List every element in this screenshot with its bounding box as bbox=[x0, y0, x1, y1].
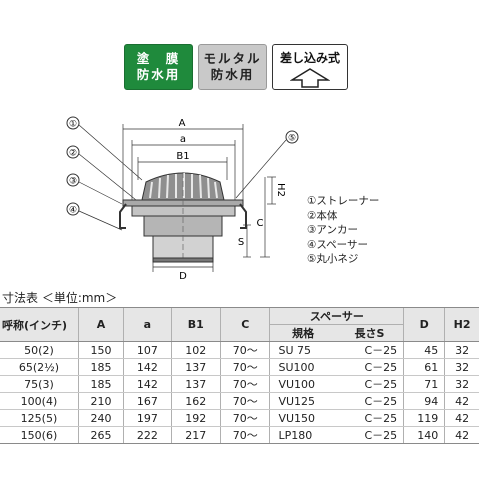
legend-item: ③アンカー bbox=[307, 224, 358, 236]
anchor-and-spacer bbox=[119, 203, 247, 263]
table-row: 150(6) 265 222 217 70～ LP180 C－25 140 42 bbox=[0, 426, 479, 444]
badge-group: 塗 膜 防水用 モルタル 防水用 差し込み式 bbox=[124, 44, 348, 90]
header-length: 長さS bbox=[335, 324, 404, 342]
table-row: 75(3) 185 142 137 70～ VU100 C－25 71 32 bbox=[0, 375, 479, 393]
drain-cross-section-diagram: ① ② ③ ④ ⑤ A a B1 D S C H2 bbox=[66, 116, 299, 282]
table-row: 100(4) 210 167 162 70～ VU125 C－25 94 42 bbox=[0, 392, 479, 410]
up-arrow-icon bbox=[290, 68, 330, 88]
parts-legend: ①ストレーナー ②本体 ③アンカー ④スペーサー ⑤丸小ネジ bbox=[307, 194, 379, 267]
dim-label-B1: B1 bbox=[176, 151, 189, 162]
drain-body bbox=[122, 172, 244, 262]
svg-text:⑤: ⑤ bbox=[288, 134, 296, 144]
table-row: 65(2½) 185 142 137 70～ SU100 C－25 61 32 bbox=[0, 358, 479, 376]
legend-item: ②本体 bbox=[307, 209, 338, 222]
dim-label-A: A bbox=[179, 118, 186, 129]
header-spacer: スペーサー bbox=[269, 307, 404, 325]
callout-2: ② bbox=[66, 145, 137, 201]
svg-text:②: ② bbox=[69, 149, 77, 159]
insert-type-badge: 差し込み式 bbox=[272, 44, 348, 90]
header-H2: H2 bbox=[444, 307, 479, 342]
header-C: C bbox=[220, 307, 270, 342]
coating-waterproof-badge: 塗 膜 防水用 bbox=[124, 44, 193, 90]
callout-4: ④ bbox=[66, 202, 123, 231]
svg-text:④: ④ bbox=[69, 206, 77, 216]
header-B1: B1 bbox=[170, 307, 221, 342]
header-nominal: 呼称(インチ) bbox=[0, 307, 79, 342]
legend-item: ④スペーサー bbox=[307, 238, 368, 251]
callout-1: ① bbox=[66, 116, 143, 181]
callout-5: ⑤ bbox=[235, 130, 299, 199]
dim-label-C: C bbox=[257, 218, 264, 229]
callout-3: ③ bbox=[66, 173, 123, 205]
legend-item: ⑤丸小ネジ bbox=[307, 253, 359, 265]
svg-text:③: ③ bbox=[69, 177, 77, 187]
table-caption: 寸法表 ＜単位:mm＞ bbox=[2, 291, 118, 305]
header-a: a bbox=[123, 307, 172, 342]
header-D: D bbox=[403, 307, 445, 342]
dim-label-D: D bbox=[179, 271, 187, 282]
table-row: 125(5) 240 197 192 70～ VU150 C－25 119 42 bbox=[0, 409, 479, 427]
dimension-table: 呼称(インチ) A a B1 C スペーサー D H2 規格 長さS 50(2)… bbox=[0, 307, 479, 444]
svg-text:①: ① bbox=[69, 120, 77, 130]
header-A: A bbox=[77, 307, 124, 342]
table-row: 50(2) 150 107 102 70～ SU 75 C－25 45 32 bbox=[0, 341, 479, 359]
dim-label-a: a bbox=[180, 134, 186, 145]
header-spec: 規格 bbox=[269, 324, 336, 342]
dim-label-H2: H2 bbox=[275, 183, 286, 197]
legend-item: ①ストレーナー bbox=[307, 195, 380, 207]
mortar-waterproof-badge: モルタル 防水用 bbox=[198, 44, 267, 90]
dim-label-S: S bbox=[238, 237, 244, 248]
